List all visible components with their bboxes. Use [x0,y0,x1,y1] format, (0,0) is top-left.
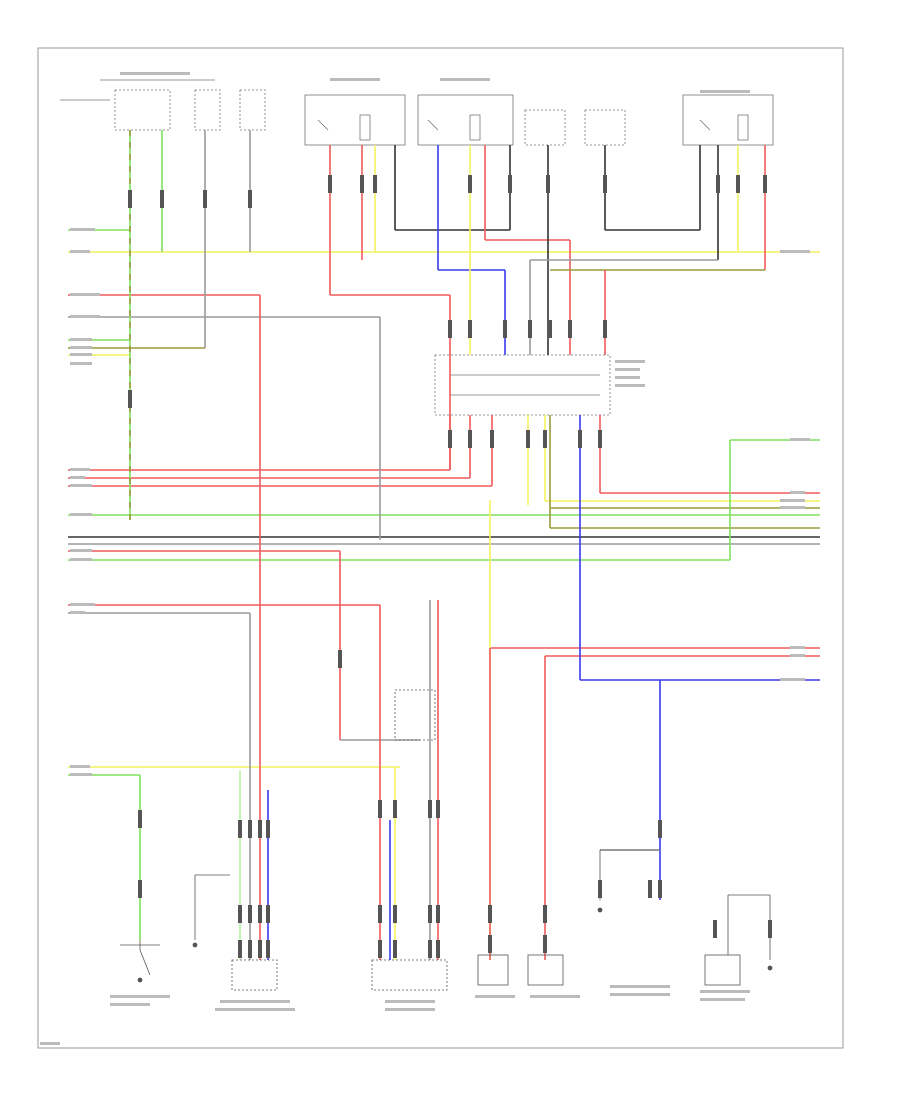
diagram-border [37,47,844,1049]
rear-sensor [371,689,448,991]
fuse-relay-box [60,79,266,131]
ecu-3 [682,94,774,146]
junction-box [434,354,611,416]
distribution-block [527,954,564,986]
horizontal-wires [68,229,820,776]
right-sensor [704,894,773,986]
pressure-switch [120,940,160,983]
power-module [477,954,509,986]
connector-marks [128,175,772,958]
vertical-wires [129,130,820,960]
ecu-2 [417,94,626,146]
ecu-1 [304,94,406,146]
front-sensor [192,874,278,991]
illegible-label-marks [40,72,810,1045]
left-sensor [597,850,603,913]
